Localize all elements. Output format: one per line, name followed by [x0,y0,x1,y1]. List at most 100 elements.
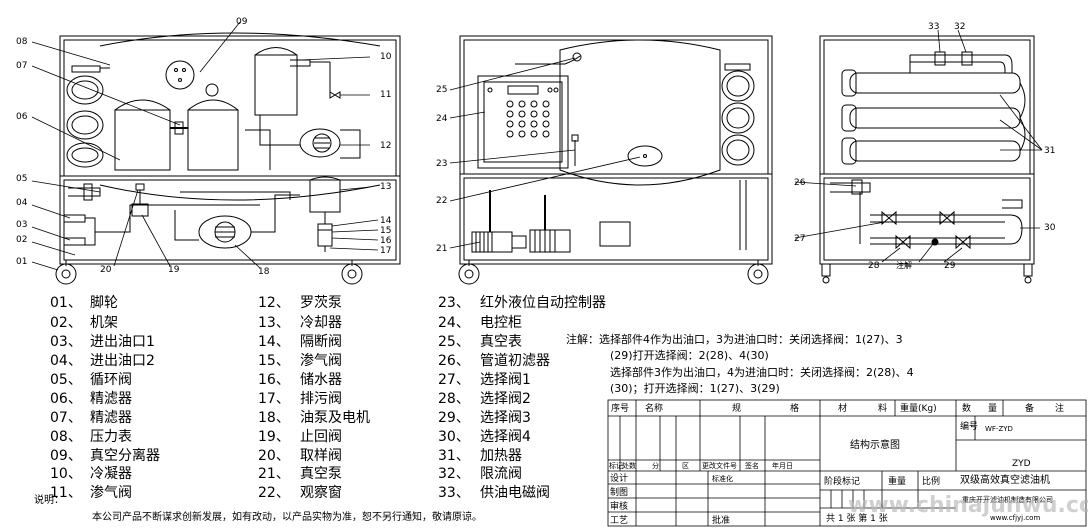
callout-24: 24 [436,114,448,124]
legend-num: 12、 [258,295,290,311]
th-no: 序号 [611,402,629,414]
legend-num: 24、 [438,315,470,331]
product-name: 双级高效真空滤油机 [960,473,1050,486]
rev-zone-2: 区 [682,462,689,470]
legend-num: 13、 [258,315,290,331]
side-view [458,35,773,285]
note-line-3: 选择部件3作为出油口，4为进油口时：关闭选择阀：2(28)、4 [610,365,914,379]
legend-name: 真空分离器 [90,447,160,464]
legend-name: 储水器 [300,372,342,388]
weight-label: 重量 [888,475,906,487]
th-qty-1: 数 [962,402,971,414]
th-material-1: 材 [838,402,847,414]
leader-lines [31,21,1043,271]
legend-name: 精滤器 [90,391,132,407]
callout-13: 13 [380,182,391,192]
legend-num: 23、 [438,295,470,311]
code-label: 编号 [960,420,978,432]
select-valve-27 [881,210,897,226]
callout-18: 18 [258,267,270,277]
callout-14: 14 [380,216,392,226]
th-remark-2: 注 [1055,402,1064,414]
callout-17: 17 [380,246,391,256]
legend-name: 真空泵 [300,466,342,482]
legend-name: 真空表 [480,334,522,350]
legend-num: 19、 [258,429,290,445]
legend-num: 15、 [258,353,290,369]
explanation-text: 本公司产品不断谋求创新发展，如有改动，以产品实物为准，恕不另行通知，敬请原谅。 [92,510,482,523]
callout-28: 28 [868,261,880,271]
callout-10: 10 [380,52,392,62]
company-website: www.cfjyj.com [990,514,1040,522]
legend-num: 32、 [438,466,470,482]
rear-view [819,35,1035,284]
legend-num: 28、 [438,391,470,407]
fine-filter-07 [187,99,239,171]
electric-control-cabinet-24 [477,75,569,169]
sheet-info: 共 1 张 第 1 张 [826,512,888,524]
legend-num: 27、 [438,372,470,388]
valve-note-label: 注解 [896,260,912,270]
parts-legend: 01、脚轮 02、机架 03、进出油口1 04、进出油口2 05、循环阀 06、… [50,295,606,501]
vacuum-pump-21 [471,229,571,253]
callout-21: 21 [436,244,447,254]
legend-column-3: 23、红外液位自动控制器 24、电控柜 25、真空表 26、管道初滤器 27、选… [438,295,606,501]
fine-filter-06 [114,99,171,171]
flow-limit-valve-32 [961,51,973,66]
product-model: ZYD [1012,459,1031,469]
legend-num: 01、 [50,295,82,311]
cooler-13 [309,176,341,224]
legend-name: 红外液位自动控制器 [480,295,606,311]
legend-name: 供油电磁阀 [480,485,550,501]
legend-num: 04、 [50,353,82,369]
legend-num: 07、 [50,410,82,426]
explanation: 说明： 本公司产品不断谋求创新发展，如有改动，以产品实物为准，恕不另行通知，敬请… [34,493,482,523]
legend-num: 17、 [258,391,290,407]
check-valve-19 [131,203,149,217]
rev-doc: 更改文件号 [702,461,737,470]
role-process: 工艺 [610,515,628,526]
legend-num: 10、 [50,466,82,482]
legend-name: 选择阀3 [480,410,531,426]
rev-zone-1: 分 [652,461,659,470]
legend-name: 管道初滤器 [480,352,550,369]
vacuum-gauge-25 [515,55,581,65]
legend-name: 取样阀 [300,448,342,464]
note-line-4: (30)；打开选择阀：1(27)、3(29) [610,381,780,395]
valve-notes: 注解：选择部件4作为出油口，3为进油口时：关闭选择阀：1(27)、3 (29)打… [566,332,914,395]
vacuum-tank-outline [99,32,381,47]
callout-19: 19 [168,265,180,275]
th-weight: 重量(Kg) [900,402,937,414]
legend-num: 29、 [438,410,470,426]
callout-27: 27 [794,234,805,244]
rev-date: 年月日 [772,461,793,470]
legend-name: 冷却器 [300,315,342,331]
rev-sign: 签名 [745,461,759,470]
approve-label: 批准 [712,514,730,526]
callout-22: 22 [436,196,447,206]
title-block-text: 序号 名称 规 格 材 料 重量(Kg) 数 量 备 注 标记 处数 分 区 更… [609,402,1064,526]
scale-label: 比例 [922,475,940,487]
legend-name: 压力表 [90,429,132,445]
explanation-label: 说明： [34,493,64,506]
callout-08: 08 [16,37,28,47]
pipe-prefilter-26 [830,182,871,193]
legend-name: 观察窗 [300,484,342,501]
callout-29: 29 [944,261,956,271]
callout-30: 30 [1044,223,1056,233]
legend-num: 14、 [258,334,290,350]
legend-column-2: 12、罗茨泵 13、冷却器 14、隔断阀 15、渗气阀 16、储水器 17、排污… [258,295,370,501]
legend-num: 20、 [258,448,290,464]
legend-name: 渗气阀 [90,485,132,501]
callout-20: 20 [100,265,112,275]
role-design: 设计 [610,472,628,484]
legend-num: 26、 [438,353,470,369]
callout-12: 12 [380,141,391,151]
role-draw: 制图 [610,486,628,498]
legend-name: 机架 [90,315,118,331]
rev-count: 处数 [622,461,636,470]
rev-mark: 标记 [609,461,623,470]
callout-31: 31 [1044,146,1055,156]
legend-name: 脚轮 [90,295,118,311]
callout-04: 04 [16,198,28,208]
